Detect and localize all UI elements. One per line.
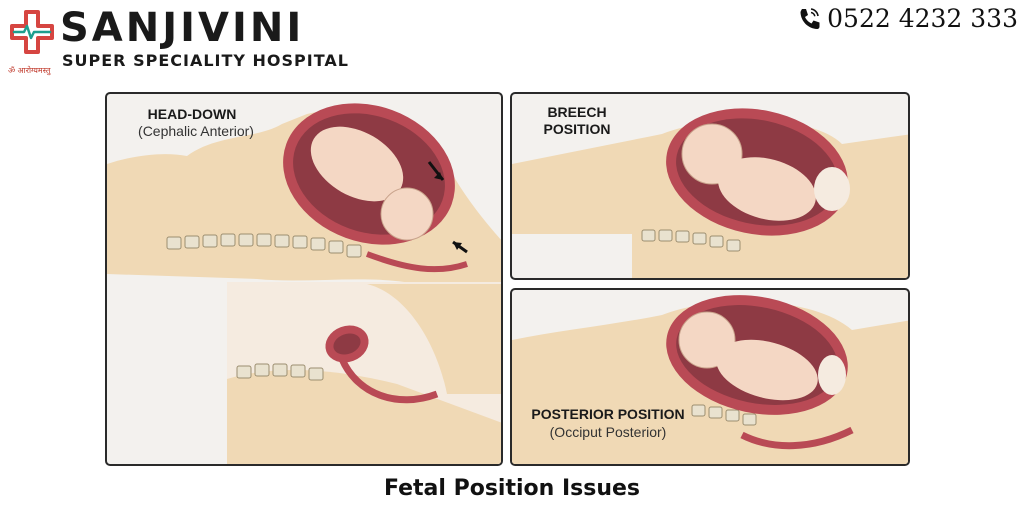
head-down-subtitle: (Cephalic Anterior) bbox=[138, 123, 254, 139]
panel-head-down: HEAD-DOWN (Cephalic Anterior) bbox=[105, 92, 503, 466]
brand-tagline: ॐ आरोग्यमस्तु bbox=[8, 66, 51, 75]
hospital-cross-logo-icon bbox=[10, 10, 54, 54]
phone-contact[interactable]: 0522 4232 333 bbox=[795, 4, 1018, 34]
figure-caption: Fetal Position Issues bbox=[383, 476, 641, 501]
breech-title-line2: POSITION bbox=[543, 121, 611, 137]
head-down-title: HEAD-DOWN bbox=[147, 106, 237, 122]
posterior-title: POSTERIOR POSITION bbox=[531, 406, 685, 422]
breech-illustration bbox=[512, 108, 908, 278]
posterior-illustration bbox=[512, 295, 908, 464]
panel-breech: BREECH POSITION bbox=[510, 92, 910, 280]
breech-title-line1: BREECH bbox=[547, 104, 607, 120]
phone-icon bbox=[800, 8, 820, 29]
brand-subtitle: SUPER SPECIALITY HOSPITAL bbox=[62, 51, 349, 70]
header: SANJIVINI SUPER SPECIALITY HOSPITAL ॐ आर… bbox=[0, 0, 1024, 82]
phone-number[interactable]: 0522 4232 333 bbox=[827, 4, 1018, 33]
brand-name: SANJIVINI bbox=[60, 5, 305, 51]
panel-posterior: POSTERIOR POSITION (Occiput Posterior) bbox=[510, 288, 910, 466]
head-down-illustration bbox=[107, 103, 501, 464]
posterior-subtitle: (Occiput Posterior) bbox=[549, 424, 667, 440]
